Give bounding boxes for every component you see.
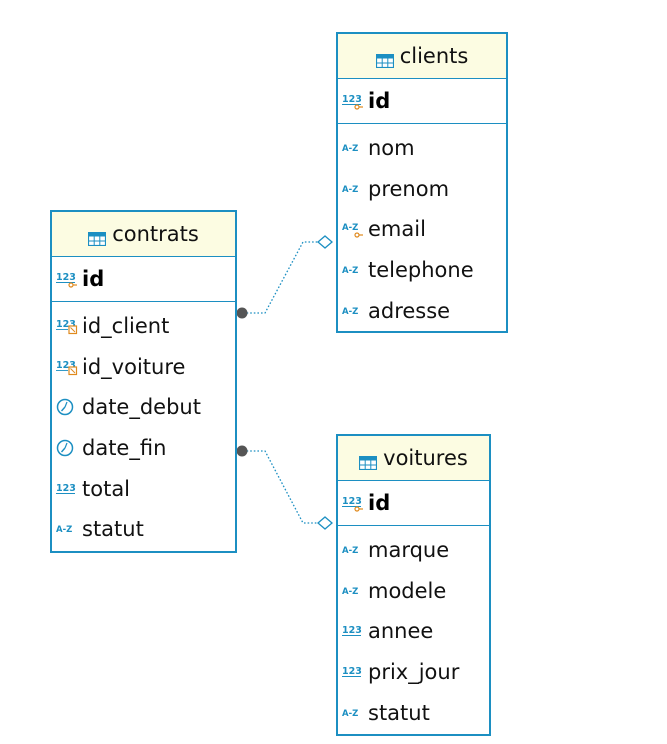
number-fk-icon: 123 — [56, 358, 78, 376]
clock-icon — [56, 439, 78, 457]
svg-text:A-Z: A-Z — [342, 223, 358, 233]
entity-header[interactable]: voitures — [338, 436, 489, 481]
column-name: id — [368, 491, 391, 515]
column-row[interactable]: A-Z nom — [338, 128, 506, 169]
column-row[interactable]: A-Z adresse — [338, 290, 506, 331]
svg-text:123: 123 — [56, 319, 76, 330]
column-name: modele — [368, 578, 447, 603]
column-name: email — [368, 217, 426, 242]
column-name: adresse — [368, 298, 451, 323]
column-row[interactable]: A-Z prenom — [338, 169, 506, 210]
number-type-icon: 123 — [342, 663, 364, 681]
column-row[interactable]: 123 prix_jour — [338, 652, 489, 693]
text-type-icon: A-Z — [56, 520, 78, 538]
svg-text:A-Z: A-Z — [56, 525, 72, 535]
column-row[interactable]: 123 id_voiture — [52, 347, 235, 388]
column-name: marque — [368, 538, 450, 563]
svg-text:A-Z: A-Z — [342, 266, 358, 276]
column-row[interactable]: date_debut — [52, 387, 235, 428]
table-icon — [375, 49, 394, 69]
entity-header[interactable]: contrats — [52, 212, 235, 257]
column-name: statut — [82, 517, 144, 542]
column-row[interactable]: A-Z telephone — [338, 250, 506, 291]
svg-text:A-Z: A-Z — [342, 546, 358, 556]
svg-text:A-Z: A-Z — [342, 144, 358, 154]
number-type-icon: 123 — [342, 622, 364, 640]
text-type-icon: A-Z — [342, 180, 364, 198]
column-row[interactable]: A-Z marque — [338, 530, 489, 571]
text-type-icon: A-Z — [342, 582, 364, 600]
svg-text:123: 123 — [342, 625, 362, 636]
column-row[interactable]: A-Z email — [338, 209, 506, 250]
svg-text:123: 123 — [56, 360, 76, 371]
relationship-contrats-clients[interactable] — [236, 235, 333, 319]
entity-voitures[interactable]: voitures 123 id A-Z marque A-Z modele 12… — [336, 434, 491, 736]
connector-diamond — [317, 235, 333, 249]
column-row[interactable]: A-Z statut — [338, 692, 489, 733]
connector-diamond — [317, 516, 333, 530]
column-row[interactable]: 123 id_client — [52, 306, 235, 347]
column-name: telephone — [368, 258, 474, 283]
column-row[interactable]: A-Z statut — [52, 509, 235, 550]
column-list: 123 id_client 123 id_voiture date_debut … — [52, 302, 235, 550]
relationship-line — [243, 450, 318, 524]
svg-text:123: 123 — [56, 272, 76, 283]
entity-title: clients — [399, 44, 469, 68]
entity-title: voitures — [383, 446, 468, 470]
column-list: A-Z nom A-Z prenom A-Z email A-Z telepho… — [338, 124, 506, 331]
svg-text:123: 123 — [342, 94, 362, 105]
column-name: date_fin — [82, 436, 167, 461]
table-icon — [359, 451, 378, 471]
primary-key-row[interactable]: 123 id — [338, 79, 506, 124]
column-row[interactable]: A-Z modele — [338, 571, 489, 612]
column-row[interactable]: date_fin — [52, 428, 235, 469]
relationship-line — [243, 241, 318, 314]
text-type-icon: A-Z — [342, 302, 364, 320]
relationship-contrats-voitures[interactable] — [236, 445, 333, 530]
svg-text:A-Z: A-Z — [342, 185, 358, 195]
svg-text:A-Z: A-Z — [342, 307, 358, 317]
number-key-icon: 123 — [56, 270, 78, 288]
svg-text:123: 123 — [342, 496, 362, 507]
number-type-icon: 123 — [56, 480, 78, 498]
column-row[interactable]: 123 total — [52, 468, 235, 509]
column-name: prenom — [368, 176, 450, 201]
primary-key-row[interactable]: 123 id — [52, 257, 235, 302]
svg-text:A-Z: A-Z — [342, 709, 358, 719]
clock-icon — [56, 398, 78, 416]
number-key-icon: 123 — [342, 494, 364, 512]
column-name: statut — [368, 700, 430, 725]
text-key-icon: A-Z — [342, 220, 364, 239]
column-name: nom — [368, 136, 415, 161]
svg-text:A-Z: A-Z — [342, 587, 358, 597]
column-name: annee — [368, 619, 434, 644]
table-icon — [88, 227, 107, 247]
text-type-icon: A-Z — [342, 261, 364, 279]
text-type-icon: A-Z — [342, 541, 364, 559]
connector-dot — [236, 445, 248, 457]
primary-key-row[interactable]: 123 id — [338, 481, 489, 526]
column-name: id_client — [82, 314, 170, 339]
entity-header[interactable]: clients — [338, 34, 506, 79]
column-name: total — [82, 476, 131, 501]
number-key-icon: 123 — [342, 92, 364, 110]
text-type-icon: A-Z — [342, 139, 364, 157]
entity-clients[interactable]: clients 123 id A-Z nom A-Z prenom A-Z em… — [336, 32, 508, 333]
column-row[interactable]: 123 annee — [338, 611, 489, 652]
entity-contrats[interactable]: contrats 123 id 123 id_client 123 id_voi… — [50, 210, 237, 553]
column-name: prix_jour — [368, 660, 460, 685]
column-name: id_voiture — [82, 354, 186, 379]
svg-text:123: 123 — [56, 483, 76, 494]
svg-text:123: 123 — [342, 666, 362, 677]
column-name: id — [368, 89, 391, 113]
column-list: A-Z marque A-Z modele 123 annee 123 prix… — [338, 526, 489, 733]
text-type-icon: A-Z — [342, 704, 364, 722]
column-name: id — [82, 267, 105, 291]
number-fk-icon: 123 — [56, 317, 78, 335]
column-name: date_debut — [82, 395, 201, 420]
entity-title: contrats — [112, 222, 199, 246]
connector-dot — [236, 307, 248, 319]
